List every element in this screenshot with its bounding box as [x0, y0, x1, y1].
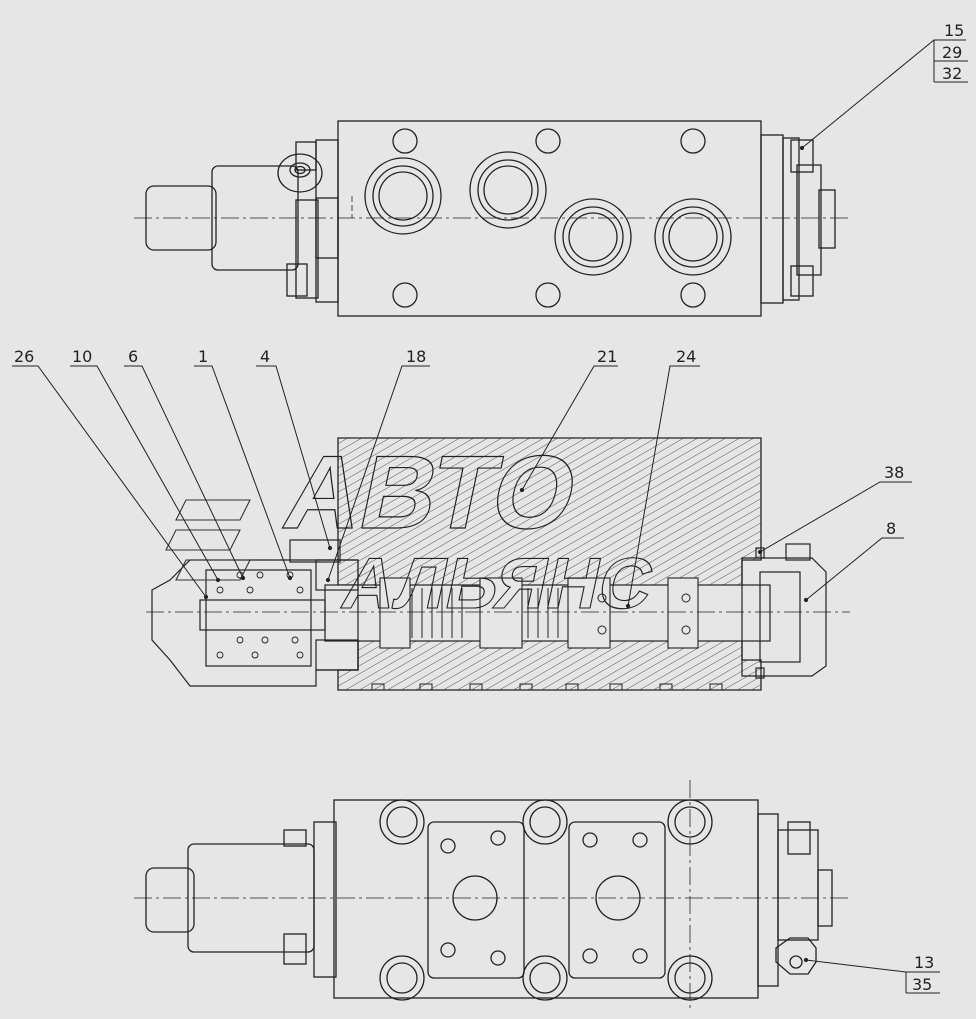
callout-labels: 15 29 32 26 10 6 1 4 18 21 24 38 8 13 35: [14, 21, 964, 994]
top-port-3: [554, 198, 632, 276]
top-eye-lug: [277, 153, 323, 193]
callout-38: 38: [884, 463, 904, 482]
section-right-cap: [741, 557, 827, 677]
watermark-logo-bars: [165, 499, 251, 581]
callout-6: 6: [128, 347, 138, 366]
top-port-2: [469, 151, 547, 229]
bottom-fitting: [775, 937, 817, 975]
section-view: [146, 437, 850, 691]
bottom-left-plate: [427, 821, 525, 979]
top-right-nut: [790, 139, 814, 173]
callout-26: 26: [14, 347, 34, 366]
watermark-line1: АВТО: [275, 435, 588, 551]
callout-24: 24: [676, 347, 696, 366]
callout-13: 13: [914, 953, 934, 972]
watermark: АВТО АЛЬЯНС: [165, 434, 661, 624]
callout-18: 18: [406, 347, 426, 366]
top-port-4: [654, 198, 732, 276]
top-view: [134, 120, 850, 317]
bottom-valve-body: [333, 799, 759, 999]
top-valve-body: [337, 120, 762, 317]
callout-15: 15: [944, 21, 964, 40]
leader-lines: [12, 39, 968, 994]
top-actuator-housing: [211, 165, 299, 271]
callout-29: 29: [942, 43, 962, 62]
bottom-right-plate: [568, 821, 666, 979]
bottom-view: [134, 780, 850, 1010]
callout-8: 8: [886, 519, 896, 538]
callout-1: 1: [198, 347, 208, 366]
top-port-1: [364, 157, 442, 235]
callout-10: 10: [72, 347, 92, 366]
callout-35: 35: [912, 975, 932, 994]
callout-4: 4: [260, 347, 270, 366]
callout-21: 21: [597, 347, 617, 366]
bottom-right-nut: [787, 821, 811, 855]
watermark-line2: АЛЬЯНС: [335, 544, 660, 624]
callout-32: 32: [942, 64, 962, 83]
